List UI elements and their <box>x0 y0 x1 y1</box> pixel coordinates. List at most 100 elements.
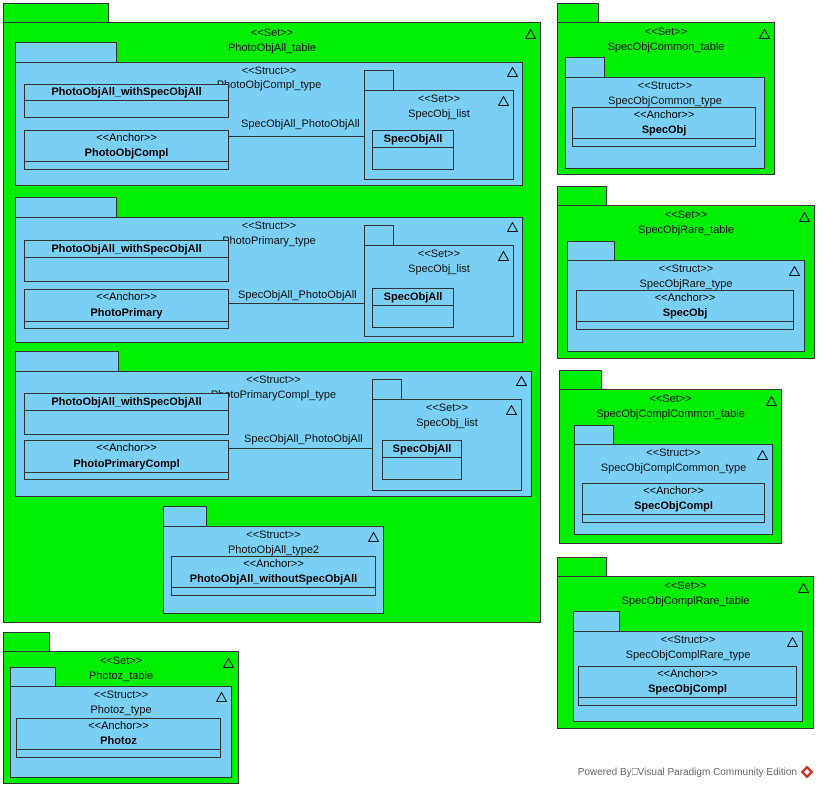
set-stereotype: <<Set>> <box>644 26 688 38</box>
divider <box>25 321 228 322</box>
divider <box>373 147 453 148</box>
struct-stereotype: <<Struct>> <box>246 529 301 541</box>
struct-photoprimary-type[interactable]: <<Struct>> PhotoPrimary_type PhotoObjAll… <box>15 197 523 343</box>
class-name: SpecObjAll <box>392 443 452 455</box>
struct-name: Photoz_type <box>90 704 152 716</box>
anchor-stereotype: <<Anchor>> <box>96 291 157 303</box>
struct-stereotype: <<Struct>> <box>93 689 149 701</box>
triangle-icon <box>498 96 509 106</box>
struct-name: SpecObjCommon_type <box>608 95 722 107</box>
package-tab <box>15 42 117 63</box>
struct-stereotype: <<Struct>> <box>658 263 714 275</box>
struct-photoobjall-type2[interactable]: <<Struct>> PhotoObjAll_type2 <<Anchor>> … <box>163 506 384 614</box>
class-photoobjall-with-specobjall[interactable]: PhotoObjAll_withSpecObjAll <box>24 240 229 282</box>
set-specobj-list[interactable]: <<Set>> SpecObj_list SpecObjAll <box>372 379 522 491</box>
divider <box>25 161 228 162</box>
package-specobjrare-table[interactable]: <<Set>> SpecObjRare_table <<Struct>> Spe… <box>557 186 815 359</box>
divider <box>383 457 461 458</box>
class-name: SpecObjAll <box>383 291 443 303</box>
package-name: Photoz_table <box>88 670 154 682</box>
triangle-icon <box>789 266 800 276</box>
anchor-stereotype: <<Anchor>> <box>654 292 716 304</box>
class-specobjall[interactable]: SpecObjAll <box>372 130 454 170</box>
set-stereotype: <<Set>> <box>417 93 461 105</box>
association-line[interactable] <box>229 303 373 304</box>
list-name: SpecObj_list <box>416 417 478 429</box>
struct-photoz-type[interactable]: <<Struct>> Photoz_type <<Anchor>> Photoz <box>10 667 232 778</box>
anchor-class-photoprimarycompl[interactable]: <<Anchor>> PhotoPrimaryCompl <box>24 440 229 480</box>
struct-name: SpecObjRare_type <box>639 278 733 290</box>
struct-photoobjcompl-type[interactable]: <<Struct>> PhotoObjCompl_type PhotoObjAl… <box>15 42 523 186</box>
anchor-stereotype: <<Anchor>> <box>96 442 157 454</box>
package-name: PhotoObjAll_table <box>227 42 317 54</box>
struct-name: PhotoPrimaryCompl_type <box>210 389 337 401</box>
anchor-stereotype: <<Anchor>> <box>633 109 695 121</box>
anchor-class-specobjcompl[interactable]: <<Anchor>> SpecObjCompl <box>578 666 797 706</box>
package-tab <box>15 197 117 218</box>
struct-stereotype: <<Struct>> <box>246 374 301 386</box>
package-name: SpecObjComplRare_table <box>621 595 750 607</box>
anchor-class-photoprimary[interactable]: <<Anchor>> PhotoPrimary <box>24 289 229 329</box>
divider <box>25 100 228 101</box>
divider <box>25 472 228 473</box>
class-specobjall[interactable]: SpecObjAll <box>372 288 454 328</box>
struct-specobjcomplrare-type[interactable]: <<Struct>> SpecObjComplRare_type <<Ancho… <box>573 611 803 722</box>
association-line[interactable] <box>229 136 373 137</box>
package-name: SpecObjCommon_table <box>607 41 725 53</box>
triangle-icon <box>757 450 768 460</box>
class-specobjall[interactable]: SpecObjAll <box>382 440 462 480</box>
divider <box>583 514 764 515</box>
class-name: PhotoObjAll_withoutSpecObjAll <box>189 573 358 585</box>
package-specobjcomplrare-table[interactable]: <<Set>> SpecObjComplRare_table <<Struct>… <box>557 557 814 729</box>
package-tab <box>565 57 605 78</box>
anchor-class-photoobjcompl[interactable]: <<Anchor>> PhotoObjCompl <box>24 130 229 170</box>
package-tab <box>557 186 607 206</box>
anchor-stereotype: <<Anchor>> <box>96 132 157 144</box>
set-stereotype: <<Set>> <box>417 248 461 260</box>
class-name: SpecObj <box>662 307 708 319</box>
class-name: PhotoPrimary <box>90 307 163 319</box>
struct-name: SpecObjComplCommon_type <box>600 462 747 474</box>
struct-specobjrare-type[interactable]: <<Struct>> SpecObjRare_type <<Anchor>> S… <box>567 241 805 352</box>
package-specobjcomplcommon-table[interactable]: <<Set>> SpecObjComplCommon_table <<Struc… <box>559 370 782 544</box>
class-name: SpecObjAll <box>383 133 443 145</box>
anchor-stereotype: <<Anchor>> <box>243 558 304 570</box>
struct-name: PhotoObjAll_type2 <box>227 544 320 556</box>
struct-stereotype: <<Struct>> <box>660 634 716 646</box>
package-tab <box>557 557 607 577</box>
package-photoobjall-table[interactable]: <<Set>> PhotoObjAll_table <<Struct>> Pho… <box>3 3 541 623</box>
package-name: SpecObjRare_table <box>637 224 734 236</box>
class-name: PhotoObjAll_withSpecObjAll <box>51 86 202 98</box>
divider <box>579 697 796 698</box>
set-specobj-list[interactable]: <<Set>> SpecObj_list SpecObjAll <box>364 70 514 180</box>
package-specobjcommon-table[interactable]: <<Set>> SpecObjCommon_table <<Struct>> S… <box>557 3 775 175</box>
divider <box>25 257 228 258</box>
anchor-class-specobj[interactable]: <<Anchor>> SpecObj <box>576 290 794 330</box>
package-photoz-table[interactable]: <<Set>> Photoz_table <<Struct>> Photoz_t… <box>3 632 239 784</box>
anchor-stereotype: <<Anchor>> <box>643 485 704 497</box>
set-specobj-list[interactable]: <<Set>> SpecObj_list SpecObjAll <box>364 225 514 337</box>
association-line[interactable] <box>229 448 382 449</box>
anchor-class-photoz[interactable]: <<Anchor>> Photoz <box>16 718 221 758</box>
anchor-class-specobjcompl[interactable]: <<Anchor>> SpecObjCompl <box>582 483 765 523</box>
anchor-class-photoobjall-without[interactable]: <<Anchor>> PhotoObjAll_withoutSpecObjAll <box>171 556 376 596</box>
class-photoobjall-with-specobjall[interactable]: PhotoObjAll_withSpecObjAll <box>24 84 229 118</box>
struct-stereotype: <<Struct>> <box>637 80 693 92</box>
set-stereotype: <<Set>> <box>649 393 692 405</box>
set-stereotype: <<Set>> <box>664 209 708 221</box>
struct-stereotype: <<Struct>> <box>241 65 297 77</box>
struct-stereotype: <<Struct>> <box>646 447 701 459</box>
package-tab <box>557 3 599 23</box>
triangle-icon <box>525 29 536 39</box>
set-stereotype: <<Set>> <box>99 655 143 667</box>
struct-name: PhotoObjCompl_type <box>216 79 322 91</box>
package-tab <box>364 70 394 91</box>
struct-specobjcomplcommon-type[interactable]: <<Struct>> SpecObjComplCommon_type <<Anc… <box>574 425 773 535</box>
anchor-class-specobj[interactable]: <<Anchor>> SpecObj <box>572 107 756 147</box>
class-photoobjall-with-specobjall[interactable]: PhotoObjAll_withSpecObjAll <box>24 393 229 435</box>
powered-by-footer: Powered By⎕Visual Paradigm Community Edi… <box>577 767 797 778</box>
struct-specobjcommon-type[interactable]: <<Struct>> SpecObjCommon_type <<Anchor>>… <box>565 57 765 169</box>
struct-photoprimarycompl-type[interactable]: <<Struct>> PhotoPrimaryCompl_type PhotoO… <box>15 351 532 497</box>
class-name: SpecObj <box>641 124 687 136</box>
triangle-icon <box>516 376 527 386</box>
